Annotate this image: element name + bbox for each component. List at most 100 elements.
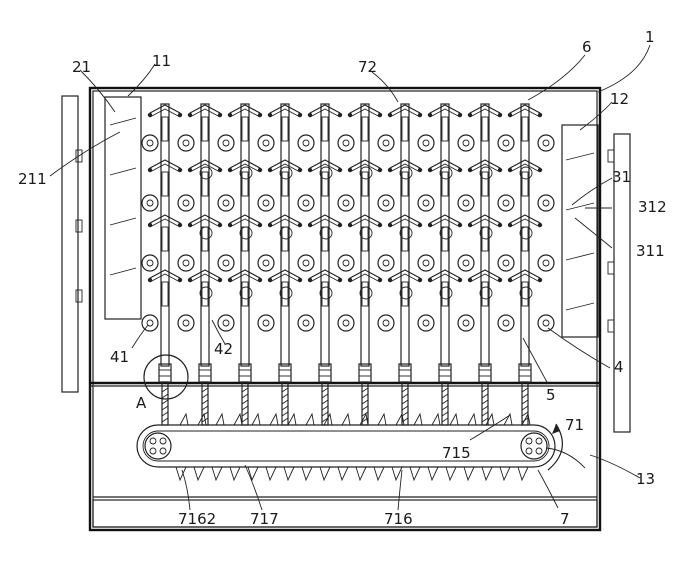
conveyor-tooth [341, 412, 351, 426]
conveyor-tooth [305, 412, 315, 426]
conveyor-tooth [179, 412, 189, 426]
comb-tine [389, 159, 421, 169]
clamp [198, 363, 212, 383]
roller [537, 254, 555, 272]
conveyor-tooth [247, 466, 259, 482]
comb-tine [349, 159, 381, 169]
conveyor-tooth [233, 412, 243, 426]
conveyor-tooth [373, 466, 385, 482]
comb-tine [349, 214, 381, 224]
comb-tine [189, 159, 221, 169]
comb-tine [509, 104, 541, 114]
label-716: 716 [384, 510, 413, 528]
comb-tine [469, 269, 501, 279]
label-72: 72 [358, 58, 377, 76]
conveyor-tooth [301, 466, 313, 482]
label-1: 1 [645, 28, 655, 46]
comb-tine [429, 104, 461, 114]
reference-labels: 1 6 11 21 72 12 211 31 312 311 41 42 4 5… [18, 28, 667, 528]
comb-tine [469, 104, 501, 114]
roller [279, 286, 293, 300]
roller [417, 314, 435, 332]
label-13: 13 [636, 470, 655, 488]
comb-tine [149, 104, 181, 114]
roller [177, 314, 195, 332]
roller [239, 166, 253, 180]
roller [337, 254, 355, 272]
comb-tine [229, 104, 261, 114]
conveyor-tooth [499, 466, 511, 482]
label-31: 31 [612, 168, 631, 186]
label-41: 41 [110, 348, 129, 366]
roller [297, 254, 315, 272]
roller [217, 314, 235, 332]
roller [279, 166, 293, 180]
leader-lines [49, 44, 651, 511]
clamp [438, 363, 452, 383]
clamp [398, 363, 412, 383]
roller [257, 134, 275, 152]
comb-tine [149, 269, 181, 279]
roller [399, 286, 413, 300]
roller [497, 134, 515, 152]
stalk-array [147, 103, 543, 426]
comb-tine [389, 269, 421, 279]
roller [417, 134, 435, 152]
comb-tine [189, 104, 221, 114]
roller [497, 254, 515, 272]
conveyor-tooth [215, 412, 225, 426]
conveyor-tooth [449, 412, 459, 426]
roller [177, 194, 195, 212]
comb-tine [189, 269, 221, 279]
comb-tine [309, 269, 341, 279]
label-211: 211 [18, 170, 47, 188]
comb-tine [269, 214, 301, 224]
clamp [358, 363, 372, 383]
roller [141, 134, 159, 152]
label-7: 7 [560, 510, 570, 528]
comb-tine [229, 269, 261, 279]
roller [217, 254, 235, 272]
comb-tine [469, 159, 501, 169]
right-rail [607, 133, 631, 433]
roller [217, 134, 235, 152]
conveyor-tooth [229, 466, 241, 482]
right-guide-panel [561, 124, 599, 338]
conveyor-teeth [175, 412, 531, 482]
roller [537, 314, 555, 332]
left-rail [61, 95, 83, 393]
comb-tine [509, 269, 541, 279]
roller [217, 194, 235, 212]
comb-tine [429, 214, 461, 224]
roller [537, 194, 555, 212]
conveyor-tooth [355, 466, 367, 482]
roller [377, 134, 395, 152]
left-guide-panel [104, 96, 142, 320]
clamp [278, 363, 292, 383]
comb-tine [389, 104, 421, 114]
roller [377, 194, 395, 212]
comb-tine [389, 214, 421, 224]
label-a: A [136, 394, 147, 412]
roller [519, 286, 533, 300]
roller-array [141, 134, 555, 332]
conveyor-tooth [323, 412, 333, 426]
stalk [267, 103, 303, 426]
conveyor-tooth [287, 412, 297, 426]
stalk [347, 103, 383, 426]
roller [177, 134, 195, 152]
clamp [478, 363, 492, 383]
comb-tine [309, 214, 341, 224]
roller [399, 166, 413, 180]
roller [479, 286, 493, 300]
conveyor [136, 412, 563, 482]
stalk [507, 103, 543, 426]
label-311: 311 [636, 242, 665, 260]
conveyor-tooth [391, 466, 403, 482]
roller [257, 314, 275, 332]
label-6: 6 [582, 38, 592, 56]
comb-tine [509, 214, 541, 224]
conveyor-tooth [467, 412, 477, 426]
conveyor-tooth [265, 466, 277, 482]
